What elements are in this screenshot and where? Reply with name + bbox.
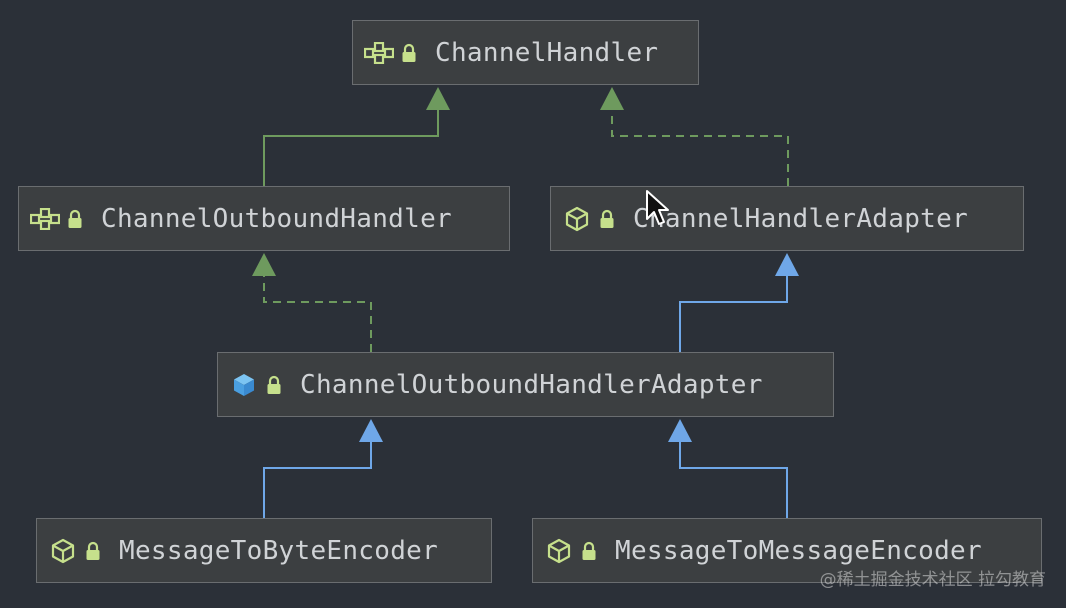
node-label: ChannelOutboundHandlerAdapter (300, 369, 763, 400)
node-channel-handler-adapter[interactable]: ChannelHandlerAdapter (550, 186, 1024, 251)
mouse-pointer-icon (646, 190, 669, 225)
edge-byte-encoder-to-outbound-adapter (263, 419, 383, 518)
lock-icon (264, 369, 284, 401)
watermark: @稀土掘金技术社区 拉勾教育 (819, 570, 1046, 590)
node-message-to-message-encoder[interactable]: MessageToMessageEncoder (532, 518, 1042, 583)
edge-outbound-adapter-to-handler-adapter (679, 253, 799, 352)
node-label: MessageToByteEncoder (119, 535, 439, 566)
edge-outbound-handler-to-channel-handler (263, 87, 450, 186)
lock-icon (579, 535, 599, 567)
interface-icon (363, 37, 395, 69)
node-label: ChannelHandler (435, 37, 659, 68)
node-label: MessageToMessageEncoder (615, 535, 982, 566)
node-channel-outbound-handler[interactable]: ChannelOutboundHandler (18, 186, 510, 251)
node-message-to-byte-encoder[interactable]: MessageToByteEncoder (36, 518, 492, 583)
lock-icon (399, 37, 419, 69)
node-channel-outbound-handler-adapter[interactable]: ChannelOutboundHandlerAdapter (217, 352, 834, 417)
edge-handler-adapter-to-channel-handler (600, 87, 789, 186)
lock-icon (83, 535, 103, 567)
node-channel-handler[interactable]: ChannelHandler (352, 20, 699, 85)
node-label: ChannelHandlerAdapter (633, 203, 969, 234)
node-label: ChannelOutboundHandler (101, 203, 452, 234)
lock-icon (65, 203, 85, 235)
abstract-class-icon (561, 203, 593, 235)
interface-icon (29, 203, 61, 235)
abstract-class-icon (47, 535, 79, 567)
lock-icon (597, 203, 617, 235)
abstract-class-icon (543, 535, 575, 567)
edge-message-encoder-to-outbound-adapter (668, 419, 788, 518)
class-icon (228, 369, 260, 401)
edge-outbound-adapter-to-outbound-handler (252, 253, 372, 352)
